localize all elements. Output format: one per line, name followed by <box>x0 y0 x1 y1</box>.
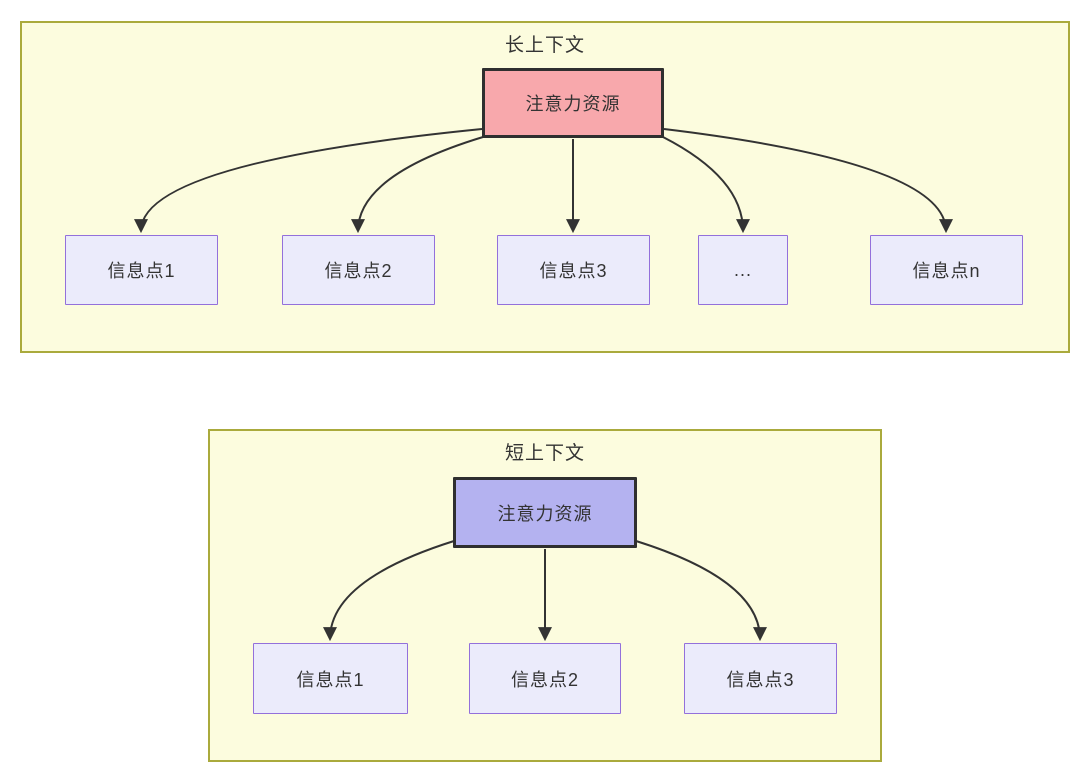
long-info-node-ellipsis: ... <box>698 235 788 305</box>
short-info-label-1: 信息点1 <box>296 669 365 690</box>
long-info-node-n: 信息点n <box>870 235 1023 305</box>
long-info-label-2: 信息点2 <box>324 261 393 281</box>
long-info-node-1: 信息点1 <box>65 235 218 305</box>
long-info-label-3: 信息点3 <box>539 261 608 281</box>
long-info-node-3: 信息点3 <box>497 235 650 305</box>
short-info-node-2: 信息点2 <box>469 643 621 714</box>
long-info-node-2: 信息点2 <box>282 235 435 305</box>
short-info-node-3: 信息点3 <box>684 643 837 714</box>
long-info-label-1: 信息点1 <box>107 261 176 281</box>
short-attention-resource-label: 注意力资源 <box>497 503 593 524</box>
short-info-label-3: 信息点3 <box>726 669 795 690</box>
long-context-title: 长上下文 <box>504 35 585 56</box>
long-attention-resource-box: 注意力资源 <box>482 68 664 138</box>
long-info-label-ellipsis: ... <box>733 259 752 280</box>
long-info-label-n: 信息点n <box>912 261 981 281</box>
short-context-title: 短上下文 <box>504 443 585 464</box>
long-attention-resource-label: 注意力资源 <box>525 94 621 114</box>
short-info-label-2: 信息点2 <box>510 669 579 690</box>
short-attention-resource-box: 注意力资源 <box>453 477 637 548</box>
short-info-node-1: 信息点1 <box>253 643 408 714</box>
